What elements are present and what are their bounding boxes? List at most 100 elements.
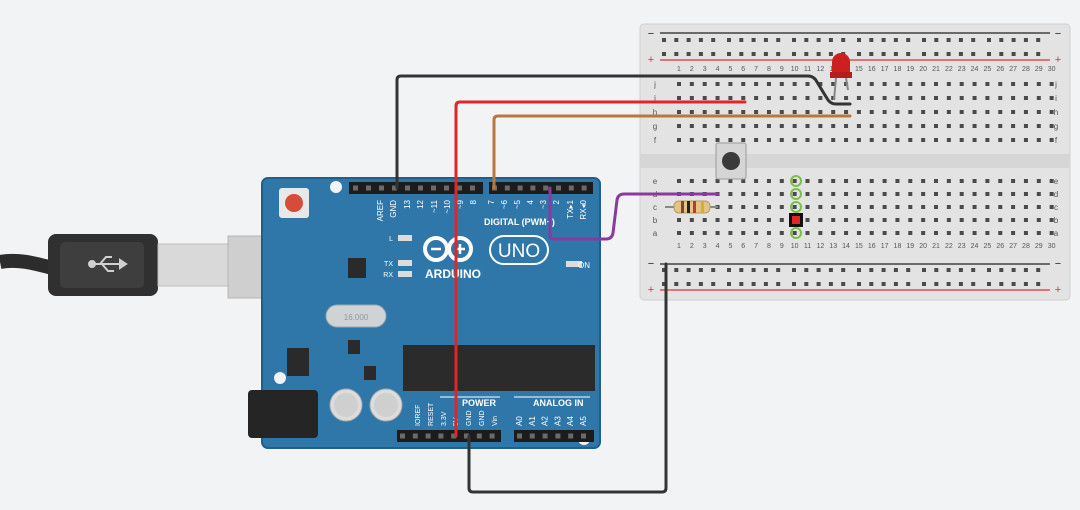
header-pin[interactable] [418, 185, 423, 191]
breadboard-hole[interactable] [998, 110, 1003, 114]
breadboard-hole[interactable] [754, 110, 759, 114]
breadboard-hole[interactable] [946, 179, 951, 183]
breadboard-hole[interactable] [985, 205, 990, 209]
breadboard-hole[interactable] [741, 82, 746, 86]
header-pin[interactable] [457, 185, 462, 191]
breadboard-hole[interactable] [844, 124, 849, 128]
rail-hole[interactable] [816, 38, 821, 42]
rail-hole[interactable] [727, 38, 731, 42]
breadboard-hole[interactable] [946, 82, 951, 86]
breadboard-hole[interactable] [1049, 231, 1054, 235]
breadboard-hole[interactable] [1036, 218, 1041, 222]
breadboard-hole[interactable] [856, 96, 861, 100]
breadboard-hole[interactable] [677, 138, 681, 142]
breadboard-hole[interactable] [921, 218, 926, 222]
breadboard-hole[interactable] [702, 218, 707, 222]
breadboard-hole[interactable] [766, 96, 771, 100]
rail-hole[interactable] [841, 282, 846, 286]
rail-hole[interactable] [776, 52, 781, 56]
breadboard-hole[interactable] [921, 205, 926, 209]
breadboard-hole[interactable] [728, 96, 733, 100]
breadboard-hole[interactable] [895, 205, 900, 209]
header-pin[interactable] [543, 185, 549, 191]
header-pin[interactable] [438, 433, 444, 439]
breadboard-hole[interactable] [844, 96, 849, 100]
rail-hole[interactable] [869, 282, 874, 286]
breadboard-hole[interactable] [921, 124, 926, 128]
breadboard-hole[interactable] [792, 231, 797, 235]
rail-hole[interactable] [934, 38, 939, 42]
rail-hole[interactable] [727, 52, 731, 56]
rail-hole[interactable] [1011, 268, 1016, 272]
breadboard-hole[interactable] [741, 110, 746, 114]
breadboard-hole[interactable] [869, 192, 874, 196]
rail-hole[interactable] [698, 52, 703, 56]
rail-hole[interactable] [958, 38, 963, 42]
breadboard-hole[interactable] [689, 96, 694, 100]
rail-hole[interactable] [816, 52, 821, 56]
breadboard-hole[interactable] [998, 96, 1003, 100]
rail-hole[interactable] [999, 282, 1004, 286]
header-pin[interactable] [517, 185, 523, 191]
breadboard-hole[interactable] [1036, 96, 1041, 100]
breadboard-hole[interactable] [766, 218, 771, 222]
breadboard-hole[interactable] [946, 218, 951, 222]
header-power[interactable] [397, 430, 501, 442]
header-pin[interactable] [405, 185, 410, 191]
breadboard-hole[interactable] [779, 110, 784, 114]
rail-hole[interactable] [751, 282, 756, 286]
breadboard-hole[interactable] [959, 192, 964, 196]
breadboard-hole[interactable] [677, 179, 681, 183]
header-digital-low[interactable] [489, 182, 593, 194]
rail-hole[interactable] [857, 38, 861, 42]
breadboard-hole[interactable] [869, 82, 874, 86]
breadboard-hole[interactable] [741, 96, 746, 100]
breadboard-hole[interactable] [908, 138, 913, 142]
breadboard-hole[interactable] [1049, 179, 1054, 183]
rail-hole[interactable] [999, 38, 1004, 42]
breadboard-hole[interactable] [689, 110, 694, 114]
breadboard-hole[interactable] [766, 138, 771, 142]
breadboard-hole[interactable] [972, 138, 977, 142]
breadboard-hole[interactable] [921, 96, 926, 100]
breadboard-hole[interactable] [728, 124, 733, 128]
breadboard-hole[interactable] [985, 138, 990, 142]
breadboard-hole[interactable] [1036, 110, 1041, 114]
breadboard-hole[interactable] [985, 96, 990, 100]
breadboard-hole[interactable] [818, 124, 823, 128]
rail-hole[interactable] [906, 52, 911, 56]
rail-hole[interactable] [1036, 282, 1041, 286]
breadboard-hole[interactable] [882, 192, 887, 196]
header-pin[interactable] [392, 185, 397, 191]
rail-hole[interactable] [987, 268, 991, 272]
breadboard-hole[interactable] [985, 179, 990, 183]
breadboard-hole[interactable] [702, 96, 707, 100]
rail-hole[interactable] [946, 38, 951, 42]
rail-hole[interactable] [763, 282, 768, 286]
rail-hole[interactable] [739, 52, 744, 56]
breadboard-hole[interactable] [728, 110, 733, 114]
rail-hole[interactable] [893, 52, 898, 56]
breadboard-hole[interactable] [677, 231, 681, 235]
breadboard-hole[interactable] [959, 205, 964, 209]
breadboard-hole[interactable] [946, 96, 951, 100]
breadboard-hole[interactable] [882, 218, 887, 222]
breadboard-hole[interactable] [689, 138, 694, 142]
rail-hole[interactable] [857, 52, 861, 56]
breadboard-hole[interactable] [766, 179, 771, 183]
rail-hole[interactable] [674, 38, 679, 42]
rail-hole[interactable] [922, 268, 926, 272]
breadboard-hole[interactable] [766, 124, 771, 128]
breadboard-hole[interactable] [805, 96, 810, 100]
breadboard-hole[interactable] [1011, 179, 1016, 183]
breadboard-hole[interactable] [869, 124, 874, 128]
breadboard-hole[interactable] [1036, 82, 1041, 86]
rail-hole[interactable] [816, 268, 821, 272]
breadboard-hole[interactable] [779, 192, 784, 196]
breadboard-hole[interactable] [818, 205, 823, 209]
breadboard-hole[interactable] [754, 231, 759, 235]
breadboard-hole[interactable] [728, 192, 733, 196]
breadboard-hole[interactable] [921, 231, 926, 235]
breadboard-hole[interactable] [985, 231, 990, 235]
breadboard-hole[interactable] [805, 218, 810, 222]
